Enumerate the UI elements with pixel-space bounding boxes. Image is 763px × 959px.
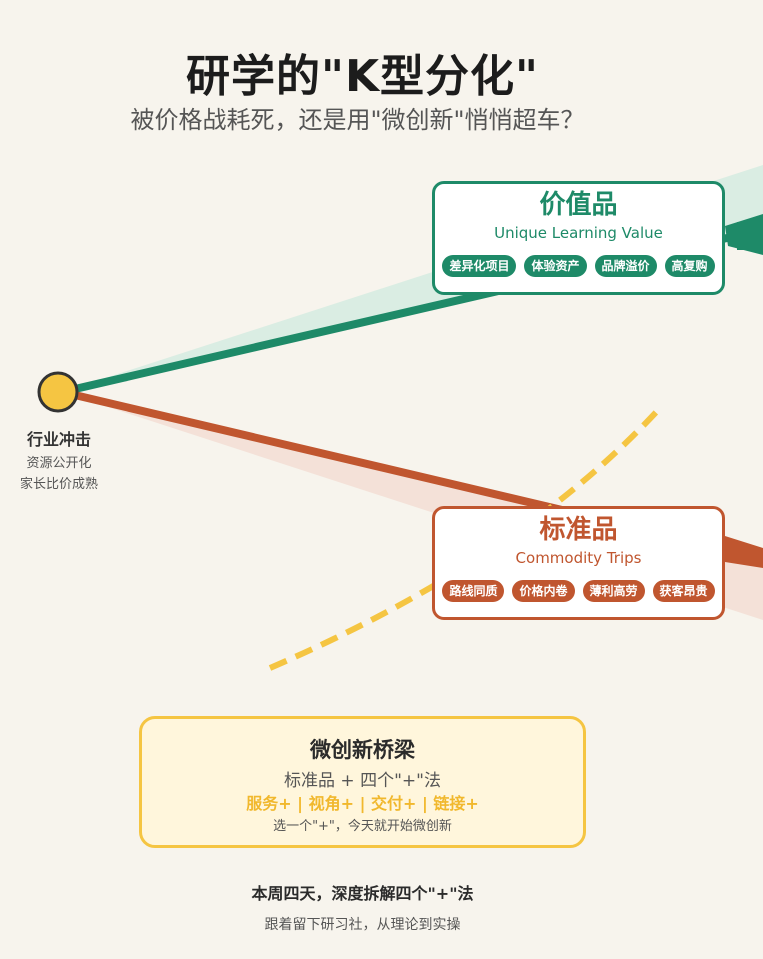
bridge-title: 微创新桥梁 <box>310 738 415 762</box>
origin-line: 资源公开化 <box>26 456 92 471</box>
value-tag: 高复购 <box>664 255 715 277</box>
commodity-tag-list: 路线同质 价格内卷 薄利高劳 获客昂贵 <box>435 580 722 602</box>
commodity-tag: 价格内卷 <box>512 580 575 602</box>
page-subtitle: 被价格战耗死，还是用"微创新"悄悄超车？ <box>130 106 585 134</box>
value-product-card: 价值品 Unique Learning Value 差异化项目 体验资产 品牌溢… <box>432 181 725 295</box>
value-tag-list: 差异化项目 体验资产 品牌溢价 高复购 <box>435 255 722 277</box>
bridge-plus-methods: 服务+ | 视角+ | 交付+ | 链接+ <box>246 794 479 813</box>
commodity-card-subtitle: Commodity Trips <box>515 549 642 567</box>
footer-tagline: 跟着留下研习社，从理论到实操 <box>264 917 461 933</box>
commodity-product-card: 标准品 Commodity Trips 路线同质 价格内卷 薄利高劳 获客昂贵 <box>432 506 725 620</box>
value-card-title: 价值品 <box>539 190 618 220</box>
origin-line: 家长比价成熟 <box>19 477 98 492</box>
page-title: 研学的"K型分化" <box>186 51 539 102</box>
micro-innovation-bridge-card: 微创新桥梁 标准品 + 四个"+"法 服务+ | 视角+ | 交付+ | 链接+… <box>139 716 586 848</box>
value-card-subtitle: Unique Learning Value <box>494 224 663 242</box>
origin-node <box>37 371 79 413</box>
commodity-tag: 获客昂贵 <box>652 580 715 602</box>
commodity-tag: 路线同质 <box>442 580 505 602</box>
value-tag: 差异化项目 <box>442 255 517 277</box>
commodity-card-title: 标准品 <box>539 515 618 545</box>
footer-headline: 本周四天，深度拆解四个"+"法 <box>251 884 474 903</box>
value-tag: 品牌溢价 <box>594 255 657 277</box>
origin-title: 行业冲击 <box>26 430 91 449</box>
bridge-formula: 标准品 + 四个"+"法 <box>284 771 441 791</box>
commodity-arrow-tip <box>725 536 763 568</box>
bridge-note: 选一个"+"，今天就开始微创新 <box>273 819 452 834</box>
value-arrow-tip <box>725 214 763 255</box>
value-tag: 体验资产 <box>524 255 587 277</box>
commodity-tag: 薄利高劳 <box>582 580 645 602</box>
